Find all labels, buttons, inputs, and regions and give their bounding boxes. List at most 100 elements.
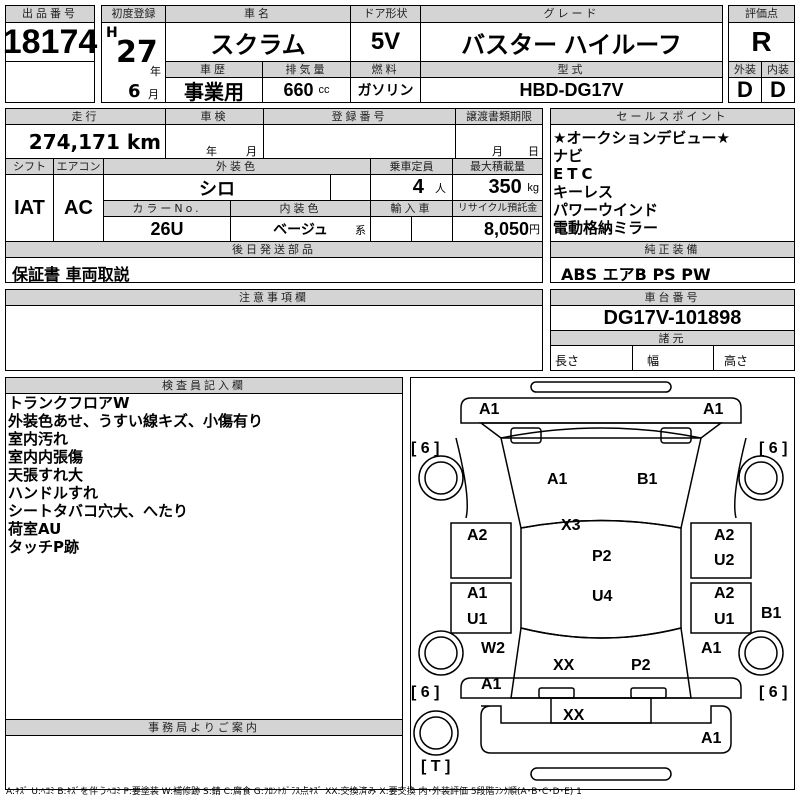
transfer-cell: 月日 <box>455 124 543 159</box>
sales-points-label: セールスポイント <box>550 108 795 125</box>
mileage: 274,171 km <box>5 124 166 159</box>
import-label: 輸入車 <box>370 200 453 217</box>
reg-no-cell <box>263 124 456 159</box>
damage-mark: B1 <box>761 605 782 622</box>
recycle-value: 8,050 <box>483 218 529 239</box>
inspector-note: 室内汚れ <box>8 430 69 448</box>
damage-mark: U1 <box>467 611 488 628</box>
inspector-note: 天張すれ大 <box>8 466 84 484</box>
insp-year-unit: 年 <box>206 145 217 158</box>
ext-score-label: 外装 <box>728 61 762 78</box>
int-color: ベージュ系 <box>230 216 371 242</box>
fuel: ガソリン <box>350 77 421 103</box>
sales-point: ナビ <box>553 147 584 165</box>
mileage-label: 走行 <box>5 108 166 125</box>
reg-no-label: 登録番号 <box>263 108 456 125</box>
mileage-value: 274,171 <box>28 129 120 154</box>
grade: バスター ハイルーフ <box>420 22 723 62</box>
int-score: D <box>761 77 795 103</box>
sales-point: ETC <box>553 165 597 183</box>
car-name-label: 車名 <box>165 5 351 23</box>
car-name: スクラム <box>165 22 351 62</box>
import-cell-2 <box>411 216 453 242</box>
notes-label: 注意事項欄 <box>5 289 543 306</box>
reg-month: 6 <box>128 81 141 102</box>
max-load-label: 最大積載量 <box>452 158 543 175</box>
displacement-value: 660 <box>283 79 314 100</box>
inspector-note: トランクフロアW <box>8 394 130 412</box>
damage-mark: A2 <box>714 585 735 602</box>
transfer-day-unit: 日 <box>528 145 539 158</box>
spec-length: 長さ <box>550 345 633 371</box>
damage-mark: A1 <box>467 585 488 602</box>
score-label: 評価点 <box>728 5 795 23</box>
spare-tire-label: [ T ] <box>421 758 451 775</box>
spec-height: 高さ <box>713 345 795 371</box>
tire-tread-fr: [ 6 ] <box>759 440 788 457</box>
damage-mark: A1 <box>481 676 502 693</box>
era: H <box>106 25 118 41</box>
insp-month-unit: 月 <box>246 145 257 158</box>
damage-mark: A1 <box>701 730 722 747</box>
legend: A:ｷｽﾞ U:ﾍｺﾐ B:ｷｽﾞを伴うﾍｺﾐ P:要塗装 W:補修跡 S:錆 … <box>6 787 582 797</box>
inspector-label: 検査員記入欄 <box>5 377 403 394</box>
km-unit: km <box>126 129 161 154</box>
inspector-note: タッチP跡 <box>8 538 79 556</box>
ext-color-blank <box>330 174 371 201</box>
cc-unit: cc <box>318 84 330 96</box>
damage-mark: A1 <box>479 401 500 418</box>
inspector-note: 荷室AU <box>8 520 62 538</box>
parts-later: 保証書 車両取説 <box>5 257 543 284</box>
color-no-label: カラーNo. <box>103 200 231 217</box>
equipment-label: 純正装備 <box>550 241 795 258</box>
first-reg-cell: H 27 年 6 月 <box>101 22 166 103</box>
model-label: 型式 <box>420 61 723 78</box>
tire-tread-fl: [ 6 ] <box>411 440 440 457</box>
sales-point: キーレス <box>553 183 614 201</box>
damage-mark: A2 <box>467 527 488 544</box>
recycle-label: リサイクル預託金 <box>452 200 543 217</box>
lot-number: 18174 <box>2 22 98 62</box>
ext-color-label: 外装色 <box>103 158 371 175</box>
displacement: 660 cc <box>262 77 351 103</box>
inspector-note: ハンドルすれ <box>8 484 99 502</box>
specs-label: 諸元 <box>550 330 795 346</box>
reg-year: 27 <box>116 35 158 70</box>
inspector-note: 室内内張傷 <box>8 448 84 466</box>
sales-point: ★オークションデビュー★ <box>553 129 730 147</box>
damage-mark: X3 <box>561 517 581 534</box>
equipment: ABS エアB PS PW <box>550 257 795 284</box>
shift: IAT <box>5 174 54 242</box>
damage-mark: U4 <box>592 588 613 605</box>
chassis-label: 車台番号 <box>550 289 795 306</box>
damage-mark: P2 <box>631 657 651 674</box>
int-color-suffix: 系 <box>355 225 366 237</box>
color-no: 26U <box>103 216 231 242</box>
inspector-notes: トランクフロアW 外装色あせ、うすい線キズ、小傷有り 室内汚れ 室内内張傷 天張… <box>8 394 263 556</box>
first-reg-label: 初度登録 <box>101 5 166 23</box>
transfer-month-unit: 月 <box>492 145 503 158</box>
damage-mark: P2 <box>592 548 612 565</box>
tire-tread-rr: [ 6 ] <box>759 684 788 701</box>
ext-color: シロ <box>103 174 331 201</box>
damage-mark: B1 <box>637 471 658 488</box>
max-load: 350 kg <box>452 174 543 201</box>
max-load-value: 350 <box>488 176 522 198</box>
sales-point: パワーウインド <box>553 201 659 219</box>
sales-point: 電動格納ミラー <box>553 219 659 237</box>
transfer-label: 譲渡書類期限 <box>455 108 543 125</box>
parts-later-label: 後日発送部品 <box>5 241 543 258</box>
int-color-label: 内装色 <box>230 200 371 217</box>
door-label: ドア形状 <box>350 5 421 23</box>
damage-mark: A1 <box>703 401 724 418</box>
lot-blank <box>5 61 95 103</box>
car-outline-diagram <box>413 381 784 781</box>
damage-mark: U2 <box>714 552 735 569</box>
score: R <box>728 22 795 62</box>
capacity: 4 人 <box>370 174 453 201</box>
year-unit: 年 <box>150 65 161 78</box>
damage-mark: U1 <box>714 611 735 628</box>
chassis-number: DG17V-101898 <box>550 305 795 331</box>
kg-unit: kg <box>527 181 539 194</box>
